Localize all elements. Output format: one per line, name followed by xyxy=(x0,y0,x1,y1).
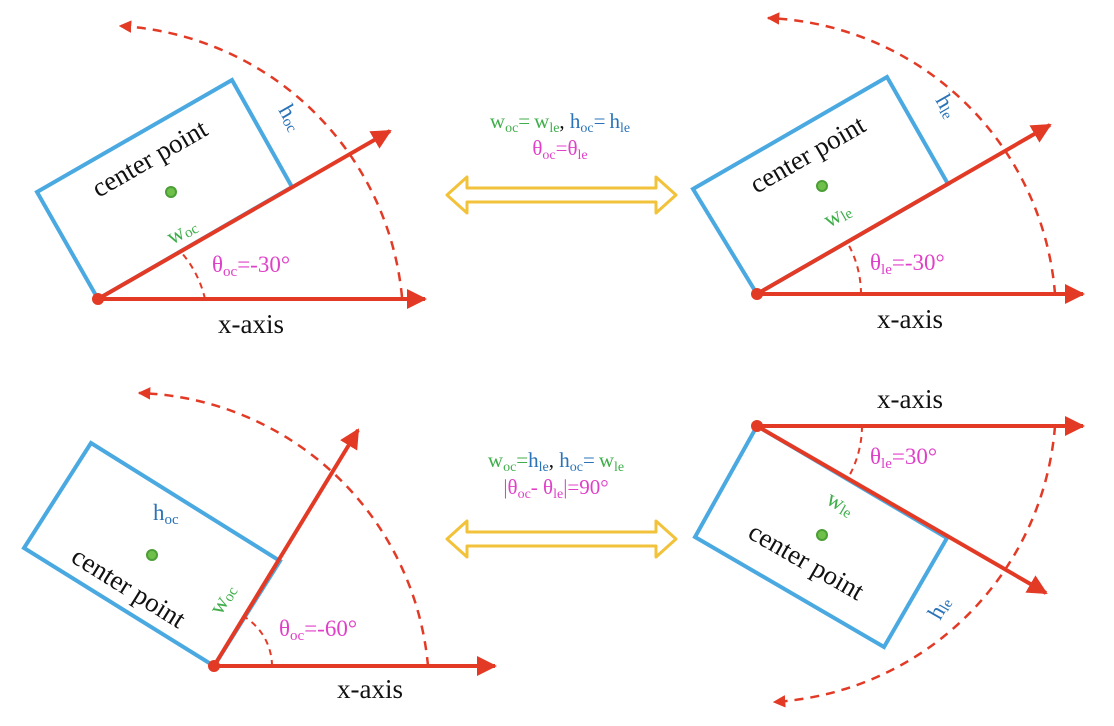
origin-point xyxy=(92,293,104,305)
x-axis-label: x-axis xyxy=(218,309,284,339)
panel-top-left: center point woc hoc θoc=-30° x-axis xyxy=(34,20,427,339)
rotation-arc-dashed xyxy=(766,12,1057,295)
rotation-arc-dashed xyxy=(772,425,1057,708)
origin-point xyxy=(751,420,763,432)
angle-label: θle=30° xyxy=(870,444,937,472)
origin-point xyxy=(208,660,220,672)
width-label: wle xyxy=(822,486,859,522)
rotation-arc-dashed xyxy=(137,387,430,667)
angle-label: θoc=-60° xyxy=(279,616,357,644)
relation-top-line2: θoc=θle xyxy=(532,136,587,163)
panel-bottom-right: center point wle hle θle=30° x-axis xyxy=(692,384,1085,708)
center-point-dot xyxy=(816,180,828,192)
center-point-label: center point xyxy=(743,516,869,606)
angle-label: θoc=-30° xyxy=(212,252,290,280)
width-label: wle xyxy=(819,197,856,233)
relation-bottom-line1: woc=hle, hoc=wle xyxy=(488,448,624,475)
panel-top-right: center point wle hle θle=-30° x-axis xyxy=(690,12,1085,334)
width-label: woc xyxy=(204,579,242,619)
rotation-arc-dashed xyxy=(118,20,404,298)
center-point-dot xyxy=(165,186,177,198)
origin-point xyxy=(751,288,763,300)
relation-top: woc=wle, hoc=hle θoc=θle xyxy=(445,109,678,215)
angle-arc-dashed xyxy=(242,615,273,667)
angle-label: θle=-30° xyxy=(870,250,945,278)
height-label: hoc xyxy=(273,100,309,136)
height-label: hle xyxy=(923,591,957,624)
rotated-axis-arrow xyxy=(97,129,392,301)
x-axis-label: x-axis xyxy=(337,674,403,704)
angle-arc-dashed xyxy=(846,241,862,295)
angle-arc-dashed xyxy=(179,250,206,300)
rotated-axis-arrow xyxy=(212,428,360,668)
rotated-axis-arrow xyxy=(755,424,1048,595)
x-axis-label: x-axis xyxy=(877,384,943,414)
panel-bottom-left: center point woc hoc θoc=-60° x-axis xyxy=(21,387,497,704)
rotated-axis-arrow xyxy=(756,123,1052,296)
relation-bottom: woc=hle, hoc=wle |θoc- θle|=90° xyxy=(445,448,678,559)
relation-bottom-line2: |θoc- θle|=90° xyxy=(503,475,608,502)
x-axis-label: x-axis xyxy=(877,304,943,334)
height-label: hoc xyxy=(153,500,179,528)
equivalence-arrow-icon xyxy=(445,519,678,559)
equivalence-arrow-icon xyxy=(445,175,678,215)
center-point-dot xyxy=(146,549,158,561)
relation-top-line1: woc=wle, hoc=hle xyxy=(490,109,630,136)
center-point-dot xyxy=(816,529,828,541)
angle-arc-dashed xyxy=(847,425,863,479)
